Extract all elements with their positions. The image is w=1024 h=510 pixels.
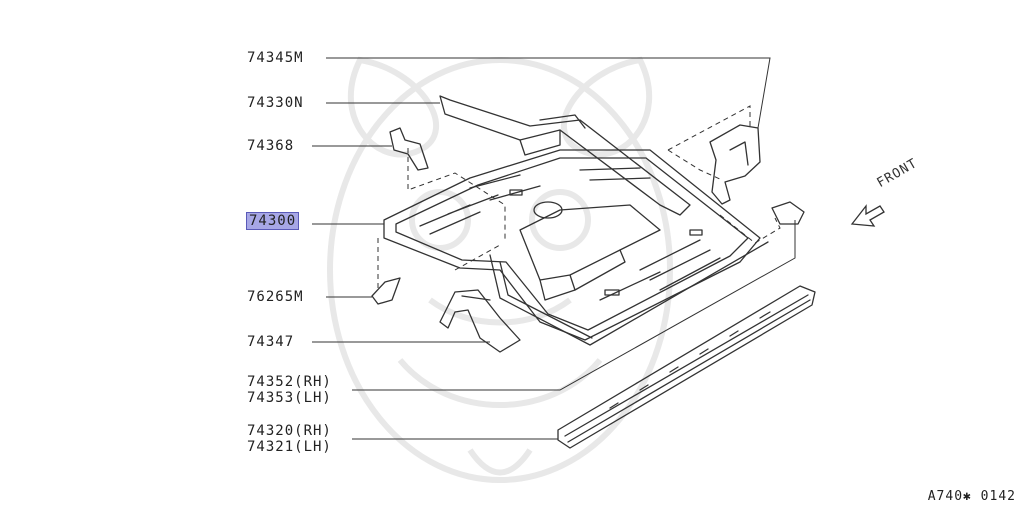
front-bracket (709, 124, 761, 205)
cross-member (439, 95, 691, 216)
bracket-74368 (389, 127, 429, 171)
part-label-76265M[interactable]: 76265M (247, 289, 304, 305)
part-label-74345M[interactable]: 74345M (247, 50, 304, 66)
leader-lines (312, 57, 796, 440)
floor-pan (383, 149, 761, 341)
bracket-76265M (371, 277, 401, 305)
diagram-reference-code: A740✱ 0142 (927, 489, 1016, 504)
side-bracket (771, 201, 805, 225)
part-label-74347[interactable]: 74347 (247, 334, 295, 350)
part-label-74321-lh[interactable]: 74321(LH) (247, 439, 332, 455)
part-label-74353-lh[interactable]: 74353(LH) (247, 390, 332, 406)
support-74347 (439, 289, 521, 353)
part-label-74330N[interactable]: 74330N (247, 95, 304, 111)
part-label-74320-rh[interactable]: 74320(RH) (247, 423, 332, 439)
floor-pan-inner (395, 157, 749, 331)
part-label-74352-rh[interactable]: 74352(RH) (247, 374, 332, 390)
side-sill (557, 285, 816, 449)
part-label-74368[interactable]: 74368 (247, 138, 295, 154)
front-arrow-icon (850, 204, 885, 227)
part-label-74300[interactable]: 74300 (245, 212, 300, 230)
center-tunnel (519, 204, 661, 281)
guide-lines (377, 105, 781, 290)
floor-rail (489, 241, 769, 346)
